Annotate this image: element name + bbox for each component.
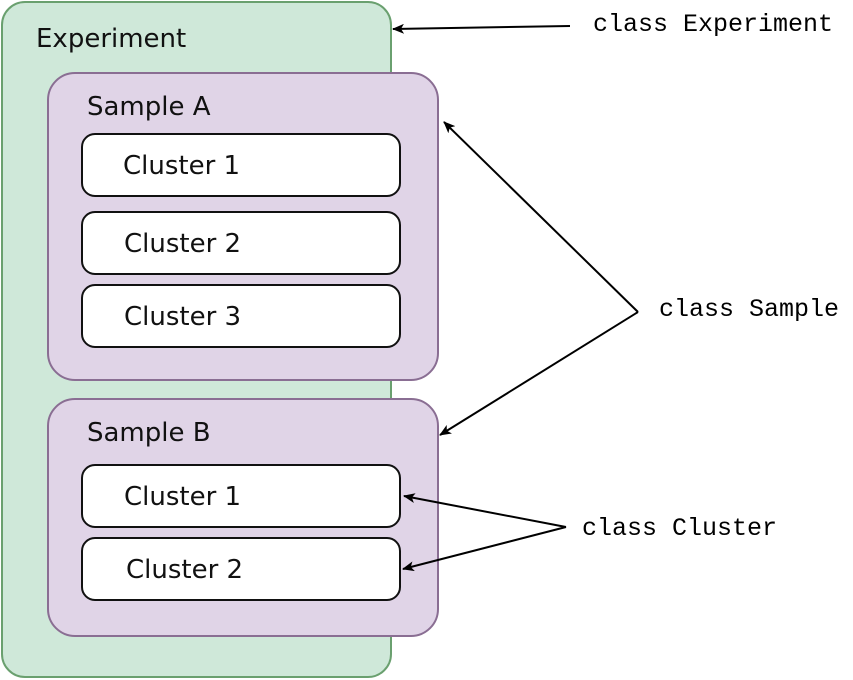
cluster-label: Cluster 1 xyxy=(124,482,242,512)
sample-b-label: Sample B xyxy=(87,418,211,448)
arrow-to-sample-a xyxy=(443,121,639,313)
class-cluster-annotation: class Cluster xyxy=(582,514,778,543)
sample-a-cluster-3: Cluster 3 xyxy=(81,284,401,348)
arrow-to-sample-b xyxy=(439,311,639,436)
sample-a-label: Sample A xyxy=(87,92,211,122)
cluster-label: Cluster 2 xyxy=(124,229,242,259)
sample-b-cluster-2: Cluster 2 xyxy=(81,537,401,601)
arrow-to-cluster-b2 xyxy=(402,526,567,572)
experiment-label: Experiment xyxy=(36,24,187,54)
cluster-label: Cluster 2 xyxy=(126,555,244,585)
arrow-to-experiment xyxy=(392,23,571,34)
sample-a-cluster-1: Cluster 1 xyxy=(81,133,401,197)
arrow-to-cluster-b1 xyxy=(403,493,567,528)
sample-a-cluster-2: Cluster 2 xyxy=(81,211,401,275)
class-experiment-annotation: class Experiment xyxy=(593,10,834,39)
cluster-label: Cluster 3 xyxy=(124,302,242,332)
cluster-label: Cluster 1 xyxy=(123,151,241,181)
class-sample-annotation: class Sample xyxy=(659,295,840,324)
sample-b-cluster-1: Cluster 1 xyxy=(81,464,401,528)
